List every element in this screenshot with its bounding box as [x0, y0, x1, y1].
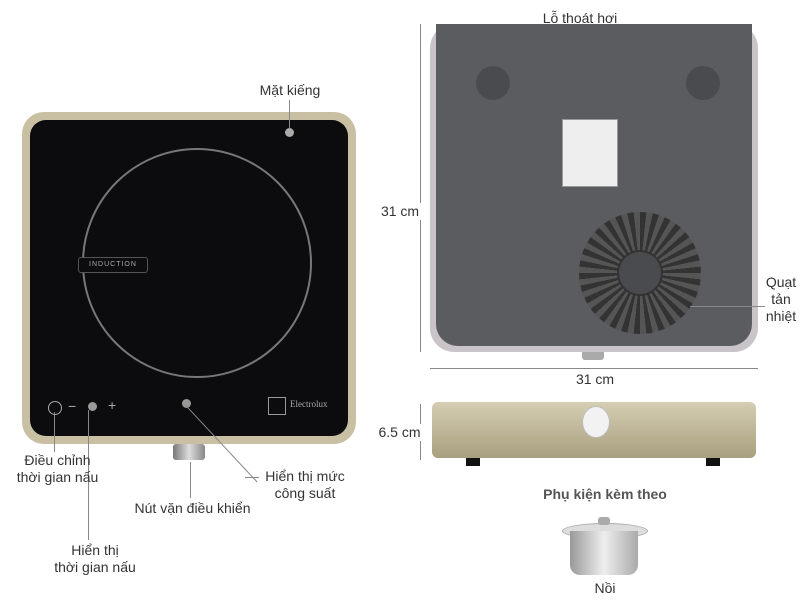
power-display-dot	[182, 399, 191, 408]
label-glass: Mặt kiếng	[259, 82, 321, 98]
timer-minus-button[interactable]: −	[68, 398, 77, 414]
label-line: công suất	[274, 485, 336, 501]
label-fan: Quạt tản nhiệt	[762, 274, 800, 325]
cooling-fan-grille	[579, 212, 701, 334]
power-button-icon[interactable]	[48, 401, 62, 415]
label-line: thời gian nấu	[54, 559, 136, 575]
foot	[476, 66, 510, 100]
leader-line	[54, 412, 55, 452]
label-line: tản	[771, 291, 791, 307]
label-timer-display: Hiển thị thời gian nấu	[40, 542, 150, 576]
glass-marker-dot	[285, 128, 294, 137]
label-line: Hiển thị mức	[265, 468, 345, 484]
leader-line	[88, 410, 89, 540]
cooktop-bottom-view	[430, 24, 758, 352]
electrolux-logo-icon	[268, 397, 286, 415]
glass-surface: INDUCTION − + Electrolux	[30, 120, 348, 436]
cooktop-top-view: INDUCTION − + Electrolux	[22, 112, 356, 444]
label-timer-adjust: Điều chỉnh thời gian nấu	[0, 452, 115, 486]
leader-line	[289, 100, 290, 128]
spec-sticker	[562, 119, 618, 187]
label-line: Quạt	[765, 274, 797, 290]
foot	[686, 66, 720, 100]
label-knob: Nút vặn điều khiển	[134, 500, 251, 516]
foot	[706, 458, 720, 466]
label-depth: 6.5 cm	[372, 424, 427, 441]
timer-plus-button[interactable]: +	[108, 397, 117, 413]
base-plate	[436, 24, 752, 346]
label-line: Điều chỉnh	[24, 452, 91, 468]
side-knob	[582, 406, 610, 438]
label-vent: Lỗ thoát hơi	[542, 10, 618, 26]
width-dimension-line	[430, 368, 758, 369]
label-height: 31 cm	[376, 203, 424, 220]
fan-leader-line	[690, 306, 765, 307]
knob-stub	[582, 352, 604, 360]
label-line: nhiệt	[765, 308, 797, 324]
brand-name: Electrolux	[290, 399, 328, 409]
label-line: Hiển thị	[71, 542, 119, 558]
timer-display-dot	[88, 402, 97, 411]
label-pot: Nồi	[594, 580, 616, 596]
leader-line	[245, 477, 259, 478]
control-knob[interactable]	[173, 444, 205, 460]
induction-label: INDUCTION	[78, 257, 148, 273]
label-width: 31 cm	[575, 371, 615, 387]
accessory-title: Phụ kiện kèm theo	[543, 486, 667, 502]
label-power-display: Hiển thị mức công suất	[260, 468, 350, 502]
leader-line	[190, 462, 191, 498]
height-dimension-line	[420, 24, 421, 352]
foot	[466, 458, 480, 466]
label-line: thời gian nấu	[16, 469, 99, 485]
pot-image	[562, 515, 648, 575]
